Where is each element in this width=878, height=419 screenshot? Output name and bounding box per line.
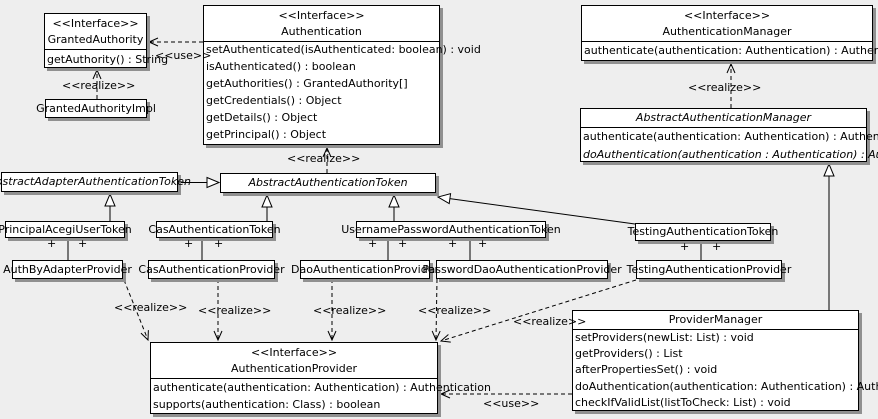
method: supports(authentication: Class) : boolea…: [153, 398, 381, 411]
class-granted-authority-impl[interactable]: GrantedAuthorityImpl: [36, 99, 156, 118]
class-name: TestingAuthenticationProvider: [626, 262, 792, 276]
class-name: AbstractAdapterAuthenticationToken: [0, 175, 191, 188]
realize-stereotype-label: <<realize>>: [313, 304, 387, 317]
method: doAuthentication(authentication: Authent…: [575, 379, 878, 393]
method-compartment: authenticate(authentication: Authenticat…: [581, 128, 878, 163]
association-end-label: +: [47, 237, 57, 250]
class-name: AuthenticationProvider: [230, 362, 358, 375]
class-header: <<Interface>> AuthenticationManager: [582, 6, 872, 42]
class-name: AbstractAuthenticationManager: [635, 111, 812, 124]
realize-passworddao-provider: [431, 278, 441, 342]
class-password-dao-authentication-provider[interactable]: PasswordDaoAuthenticationProvider: [422, 260, 622, 279]
method: authenticate(authentication: Authenticat…: [584, 44, 878, 57]
realize-stereotype-label: <<realize>>: [513, 315, 587, 328]
method-compartment: setProviders(newList: List) : void getPr…: [573, 330, 878, 411]
class-name: ProviderManager: [668, 313, 763, 326]
class-header: <<Interface>> GrantedAuthority: [45, 14, 146, 50]
stereotype: <<Interface>>: [250, 346, 338, 359]
realize-testing-provider: [439, 279, 637, 343]
class-cas-authentication-token[interactable]: CasAuthenticationToken: [148, 221, 281, 238]
method: getProviders() : List: [575, 347, 683, 361]
class-header: AbstractAuthenticationManager: [581, 109, 866, 128]
class-name: AuthByAdapterProvider: [3, 262, 132, 276]
association-end-label: +: [680, 240, 690, 253]
method: setProviders(newList: List) : void: [575, 331, 754, 344]
class-header: ProviderManager: [573, 311, 858, 330]
realize-stereotype-label: <<realize>>: [62, 79, 136, 92]
method-compartment: getAuthority() : String: [45, 50, 169, 69]
class-auth-by-adapter-provider[interactable]: AuthByAdapterProvider: [3, 260, 132, 279]
class-name: GrantedAuthorityImpl: [36, 101, 156, 115]
stereotype: <<Interface>>: [683, 9, 771, 22]
method: getCredentials() : Object: [206, 93, 342, 107]
method: setAuthenticated(isAuthenticated: boolea…: [206, 43, 481, 56]
association-end-label: +: [214, 237, 224, 250]
class-cas-authentication-provider[interactable]: CasAuthenticationProvider: [138, 260, 285, 279]
method: authenticate(authentication: Authenticat…: [153, 381, 491, 394]
class-name: AuthenticationManager: [662, 25, 792, 38]
generalization-testing-token: [436, 193, 636, 225]
association-end-label: +: [448, 237, 458, 250]
method-compartment: setAuthenticated(isAuthenticated: boolea…: [204, 42, 481, 143]
association-end-label: +: [712, 240, 722, 253]
class-name: PrincipalAcegiUserToken: [0, 222, 132, 236]
class-header: <<Interface>> AuthenticationProvider: [151, 343, 437, 379]
method: getAuthority() : String: [47, 53, 169, 66]
method: afterPropertiesSet() : void: [575, 363, 718, 377]
class-name: CasAuthenticationToken: [148, 222, 281, 236]
class-authentication[interactable]: <<Interface>> Authentication setAuthenti…: [203, 5, 481, 145]
stereotype: <<Interface>>: [278, 9, 365, 22]
realize-stereotype-label: <<realize>>: [688, 81, 762, 94]
realize-authbyadapter-provider: [123, 279, 149, 342]
class-username-password-authentication-token[interactable]: UsernamePasswordAuthenticationToken: [341, 221, 561, 238]
method: getPrincipal() : Object: [206, 127, 327, 141]
method: checkIfValidList(listToCheck: List) : vo…: [575, 395, 791, 409]
class-testing-authentication-provider[interactable]: TestingAuthenticationProvider: [627, 260, 791, 279]
method: getAuthorities() : GrantedAuthority[]: [206, 76, 408, 90]
class-provider-manager[interactable]: ProviderManager setProviders(newList: Li…: [572, 310, 878, 411]
association-end-label: +: [368, 237, 378, 250]
class-abstract-adapter-authentication-token[interactable]: AbstractAdapterAuthenticationToken: [0, 172, 191, 192]
stereotype: <<Interface>>: [52, 17, 139, 30]
class-name: AbstractAuthenticationToken: [248, 176, 408, 189]
class-name: CasAuthenticationProvider: [138, 262, 285, 276]
method: getDetails() : Object: [206, 110, 318, 124]
class-name: Authentication: [281, 25, 362, 38]
class-name: DaoAuthenticationProvider: [291, 262, 439, 276]
class-name: PasswordDaoAuthenticationProvider: [422, 262, 622, 276]
method: isAuthenticated() : boolean: [206, 59, 356, 73]
class-name: UsernamePasswordAuthenticationToken: [341, 222, 561, 236]
class-name: GrantedAuthority: [47, 33, 144, 46]
association-end-label: +: [78, 237, 88, 250]
class-principal-acegi-user-token[interactable]: PrincipalAcegiUserToken: [0, 221, 132, 238]
method-compartment: authenticate(authentication: Authenticat…: [151, 379, 491, 413]
realize-stereotype-label: <<realize>>: [198, 304, 272, 317]
class-abstract-authentication-token[interactable]: AbstractAuthenticationToken: [220, 173, 436, 193]
class-abstract-authentication-manager[interactable]: AbstractAuthenticationManager authentica…: [580, 108, 878, 163]
class-authentication-manager[interactable]: <<Interface>> AuthenticationManager auth…: [581, 5, 878, 61]
class-testing-authentication-token[interactable]: TestingAuthenticationToken: [628, 223, 778, 241]
class-authentication-provider[interactable]: <<Interface>> AuthenticationProvider aut…: [150, 342, 491, 414]
class-dao-authentication-provider[interactable]: DaoAuthenticationProvider: [291, 260, 439, 279]
class-header: <<Interface>> Authentication: [204, 6, 439, 42]
abstract-method: doAuthentication(authentication : Authen…: [583, 147, 878, 161]
method: authenticate(authentication: Authenticat…: [583, 130, 878, 143]
class-name: TestingAuthenticationToken: [627, 225, 779, 238]
association-end-label: +: [398, 237, 408, 250]
use-stereotype-label: <<use>>: [483, 397, 540, 410]
association-end-label: +: [184, 237, 194, 250]
use-stereotype-label: <<use>>: [155, 49, 212, 62]
realize-stereotype-label: <<realize>>: [287, 152, 361, 165]
class-granted-authority[interactable]: <<Interface>> GrantedAuthority getAuthor…: [44, 13, 169, 69]
realize-stereotype-label: <<realize>>: [114, 301, 188, 314]
realize-stereotype-label: <<realize>>: [418, 304, 492, 317]
association-end-label: +: [478, 237, 488, 250]
method-compartment: authenticate(authentication: Authenticat…: [582, 42, 878, 60]
